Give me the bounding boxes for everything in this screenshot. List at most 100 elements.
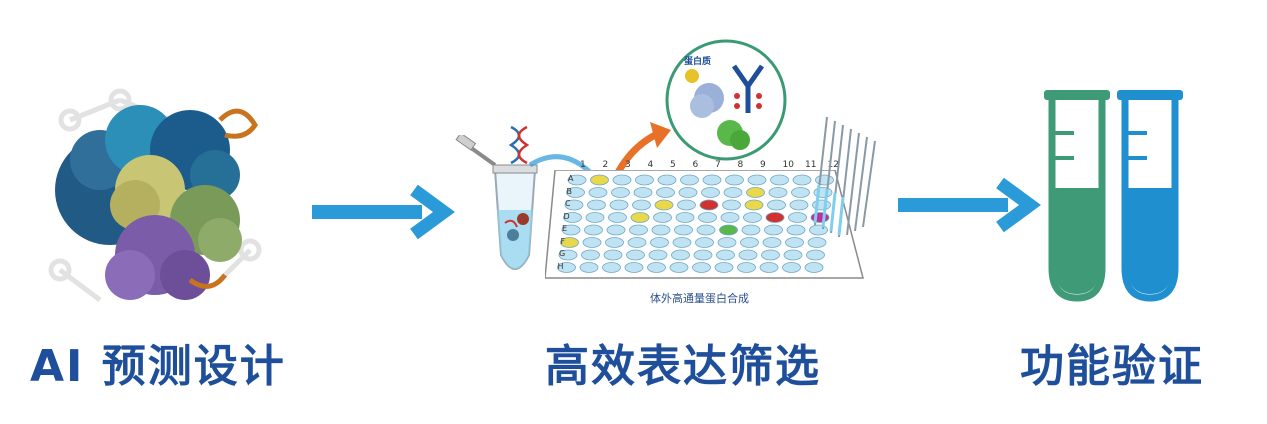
well <box>806 249 825 261</box>
well <box>675 212 695 223</box>
well <box>608 212 627 223</box>
plate-column-label: 11 <box>805 160 817 170</box>
plate-column-label: 9 <box>760 160 766 170</box>
well <box>786 224 806 236</box>
well <box>633 187 653 198</box>
well <box>630 212 650 223</box>
well <box>566 187 585 198</box>
well <box>624 262 644 273</box>
plate-row-label: D <box>563 211 570 221</box>
well <box>788 212 807 223</box>
well <box>677 199 696 211</box>
well <box>611 187 630 198</box>
well <box>743 212 762 223</box>
well <box>744 199 764 211</box>
well <box>561 224 581 236</box>
plate-column-label: 10 <box>782 160 794 170</box>
well <box>767 199 786 211</box>
well <box>717 237 737 248</box>
plate-column-label: 7 <box>715 160 721 170</box>
well <box>737 262 756 273</box>
well <box>699 199 719 211</box>
well <box>590 174 609 186</box>
well <box>746 187 765 198</box>
well <box>647 262 666 273</box>
well <box>672 237 692 248</box>
well <box>557 262 576 273</box>
well <box>789 199 809 211</box>
well <box>588 187 608 198</box>
well <box>627 237 647 248</box>
well <box>648 249 668 261</box>
well <box>714 262 734 273</box>
plate-column-label: 1 <box>580 160 586 170</box>
plate-column-label: 12 <box>827 160 839 170</box>
plate-column-label: 4 <box>647 160 654 170</box>
protein-surface <box>55 105 242 300</box>
well <box>725 174 744 186</box>
well <box>761 249 780 261</box>
well <box>723 187 743 198</box>
test-tube-blue <box>1117 90 1183 302</box>
well <box>701 187 720 198</box>
well <box>804 262 824 273</box>
well <box>693 249 713 261</box>
antibody-icon <box>731 64 765 113</box>
well <box>602 262 621 273</box>
plate-column-label: 6 <box>692 160 699 170</box>
well <box>792 174 812 186</box>
microcentrifuge-tube <box>455 135 538 270</box>
multichannel-pipette <box>813 116 876 238</box>
step-label-expression-screening: 高效表达筛选 <box>545 341 821 392</box>
well <box>581 249 600 261</box>
well <box>759 262 779 273</box>
well <box>629 224 648 236</box>
plate-row-label: C <box>565 199 571 208</box>
well <box>606 224 626 236</box>
protein-detail-bubble <box>665 39 787 161</box>
well <box>560 237 579 248</box>
well <box>584 224 603 236</box>
well <box>782 262 801 273</box>
well <box>678 187 698 198</box>
well <box>605 237 624 248</box>
well <box>698 212 717 223</box>
dna-strand <box>188 108 258 289</box>
well <box>626 249 645 261</box>
well <box>764 224 783 236</box>
well <box>741 224 761 236</box>
well <box>695 237 714 248</box>
well <box>740 237 759 248</box>
dna-helix-icon <box>508 125 530 165</box>
well <box>603 249 623 261</box>
well <box>770 174 789 186</box>
well <box>765 212 785 223</box>
well <box>563 212 582 223</box>
plate-row-label: B <box>566 186 573 196</box>
well <box>657 174 677 186</box>
well <box>807 237 827 248</box>
well <box>669 262 689 273</box>
well <box>650 237 669 248</box>
well <box>635 174 654 186</box>
plate-row-label: A <box>568 174 574 183</box>
well <box>582 237 602 248</box>
plate-caption: 体外高通量蛋白合成 <box>650 292 749 305</box>
arrow-right-icon <box>898 177 1041 233</box>
well <box>651 224 671 236</box>
plate-column-label: 3 <box>625 160 631 170</box>
arrow-right-icon <box>312 184 455 240</box>
well <box>692 262 711 273</box>
plate-row-label: G <box>559 249 566 258</box>
well <box>656 187 675 198</box>
well <box>762 237 782 248</box>
step-label-ai-design: AI 预测设计 <box>30 341 286 392</box>
well <box>768 187 788 198</box>
well <box>702 174 722 186</box>
plate-row-label: F <box>560 236 566 246</box>
plate-column-label: 2 <box>602 160 609 170</box>
well <box>696 224 716 236</box>
plate-column-label: 8 <box>737 160 744 170</box>
well <box>785 237 804 248</box>
